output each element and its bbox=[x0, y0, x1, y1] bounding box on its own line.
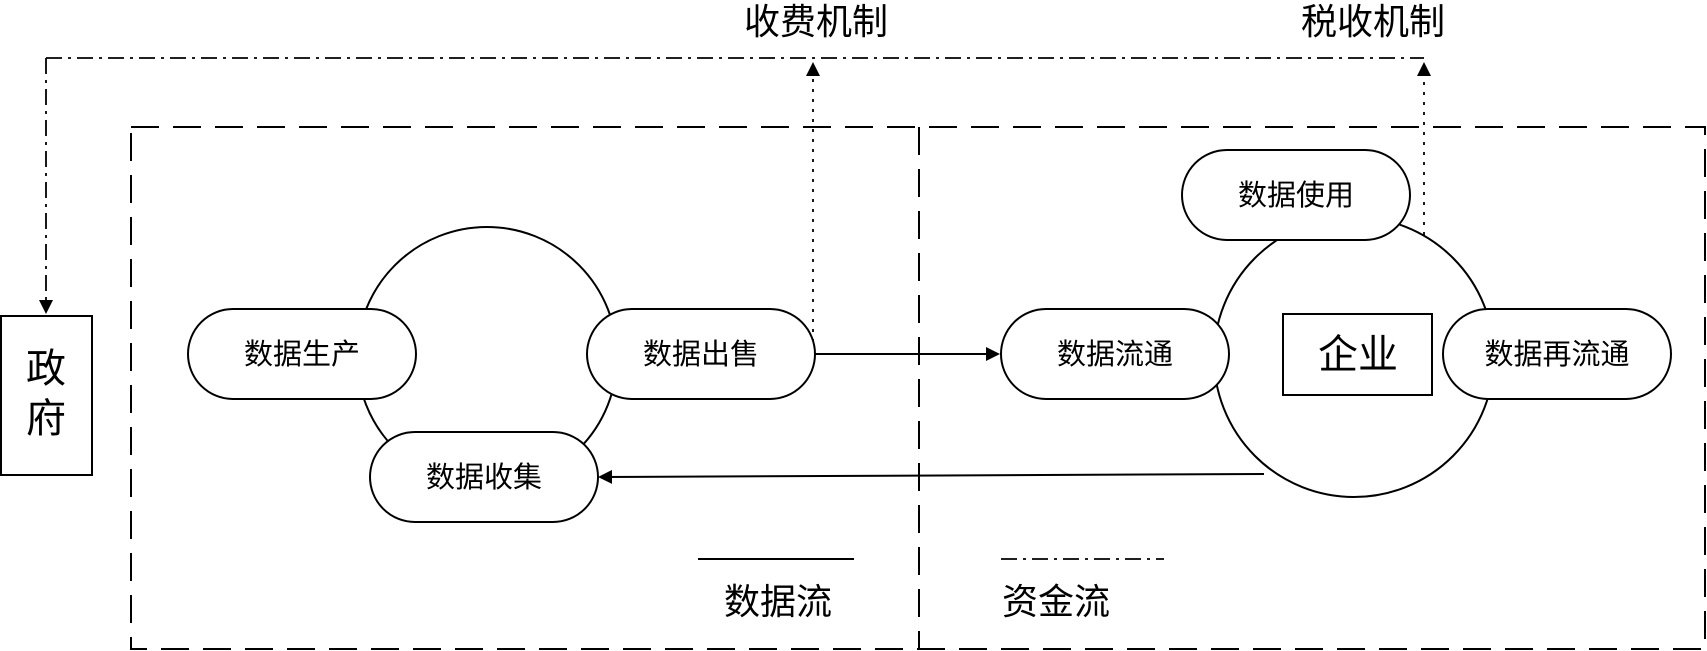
node-data-sale: 数据出售 bbox=[586, 308, 816, 400]
node-data-sale-label: 数据出售 bbox=[643, 337, 759, 371]
node-data-circulation-label: 数据流通 bbox=[1057, 337, 1173, 371]
government-label-1: 政 bbox=[26, 346, 66, 392]
node-data-recirculation: 数据再流通 bbox=[1442, 308, 1672, 400]
node-data-collection: 数据收集 bbox=[369, 431, 599, 523]
enterprise-label: 企业 bbox=[1318, 332, 1398, 378]
tax-mechanism-label: 税收机制 bbox=[1301, 2, 1445, 43]
government-label-2: 府 bbox=[26, 396, 66, 442]
node-data-usage-label: 数据使用 bbox=[1238, 178, 1354, 212]
government-box: 政 府 bbox=[0, 315, 93, 476]
legend-data-flow-label: 数据流 bbox=[724, 582, 832, 623]
node-data-collection-label: 数据收集 bbox=[426, 460, 542, 494]
legend-money-flow-label: 资金流 bbox=[1002, 582, 1110, 623]
data-flow-arrow-to-collection bbox=[598, 469, 1265, 484]
fee-mechanism-label: 收费机制 bbox=[744, 2, 888, 43]
node-data-production: 数据生产 bbox=[187, 308, 417, 400]
node-data-recirculation-label: 数据再流通 bbox=[1484, 337, 1629, 371]
node-data-usage: 数据使用 bbox=[1181, 149, 1411, 241]
node-data-production-label: 数据生产 bbox=[244, 337, 360, 371]
node-data-circulation: 数据流通 bbox=[1000, 308, 1230, 400]
legend: 数据流 资金流 bbox=[698, 558, 1164, 623]
enterprise-box: 企业 bbox=[1282, 313, 1433, 396]
